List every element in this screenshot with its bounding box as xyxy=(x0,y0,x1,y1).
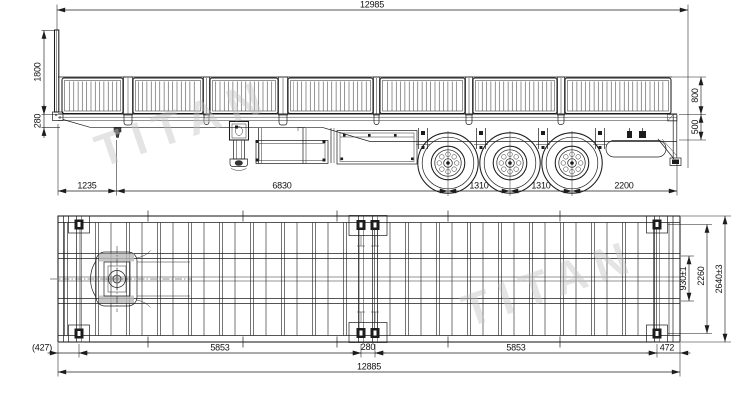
side-view: 12985 1800 280 xyxy=(33,0,706,196)
rear-end xyxy=(605,114,682,166)
dim-label-front-frame-height: 280 xyxy=(33,114,43,129)
dim-label-kingpin-setback: 1235 xyxy=(77,181,96,191)
dim-label-rear-frame-height: 500 xyxy=(690,120,700,135)
dim-label-rear-overhang: 2200 xyxy=(614,181,633,191)
support-frame xyxy=(255,127,335,164)
side-panel-6 xyxy=(472,77,558,115)
dim-label-front-wall-height: 1800 xyxy=(33,62,43,81)
dim-front-frame-height: 280 xyxy=(33,104,60,138)
dim-label-main-beam-spacing: 930±1 xyxy=(678,266,688,290)
dim-label-lock-to-lock-length: 12885 xyxy=(357,362,381,372)
dim-overall-length: 12985 xyxy=(56,0,689,168)
side-panel-2 xyxy=(132,77,204,115)
front-wall xyxy=(52,29,64,121)
axles-wheels xyxy=(417,131,603,196)
dim-label-overall-length: 12985 xyxy=(360,0,384,10)
dim-label-lock-transverse-spacing: 2260 xyxy=(696,266,706,285)
dim-side-right-heights: 800 500 xyxy=(672,76,706,141)
dim-top-total-length: 12885 xyxy=(57,357,680,377)
dim-label-kingpin-to-axle: 6830 xyxy=(272,181,291,191)
dim-label-axle-spacing-1: 1310 xyxy=(469,181,488,191)
kingpin-plate xyxy=(50,246,192,312)
side-panel-5 xyxy=(379,77,466,115)
cargo-side-panels xyxy=(58,76,672,126)
dim-label-overall-width: 2640±3 xyxy=(714,264,724,293)
side-panel-3 xyxy=(209,77,279,115)
toolbox xyxy=(336,130,418,165)
dim-label-center-lock-gap: 280 xyxy=(361,342,376,352)
side-stakes xyxy=(123,76,565,126)
twist-locks xyxy=(68,215,668,343)
dim-label-rear-lock-offset: 472 xyxy=(660,342,675,352)
side-panel-1 xyxy=(61,77,124,115)
dim-top-bottom-chain: (427) 5853 280 5853 472 xyxy=(32,342,691,377)
dim-side-bottom-chain: 1235 6830 1310 1310 2200 xyxy=(57,124,678,196)
top-view: (427) 5853 280 5853 472 12885 930±1 2260… xyxy=(32,210,731,377)
dim-label-front-lock-offset: (427) xyxy=(32,342,52,352)
dim-top-widths: 930±1 2260 2640±3 xyxy=(668,215,731,343)
dim-label-axle-spacing-2: 1310 xyxy=(531,181,550,191)
dim-label-front-lock-span: 5853 xyxy=(210,342,229,352)
dim-label-rear-lock-span: 5853 xyxy=(506,342,525,352)
side-panel-7 xyxy=(564,77,672,115)
landing-gear xyxy=(228,120,250,171)
side-panel-4 xyxy=(287,77,374,115)
longitudinal-members xyxy=(58,216,680,342)
kingpin xyxy=(113,127,122,138)
deck-outline xyxy=(57,215,681,343)
dim-label-sidewall-height: 800 xyxy=(690,88,700,103)
